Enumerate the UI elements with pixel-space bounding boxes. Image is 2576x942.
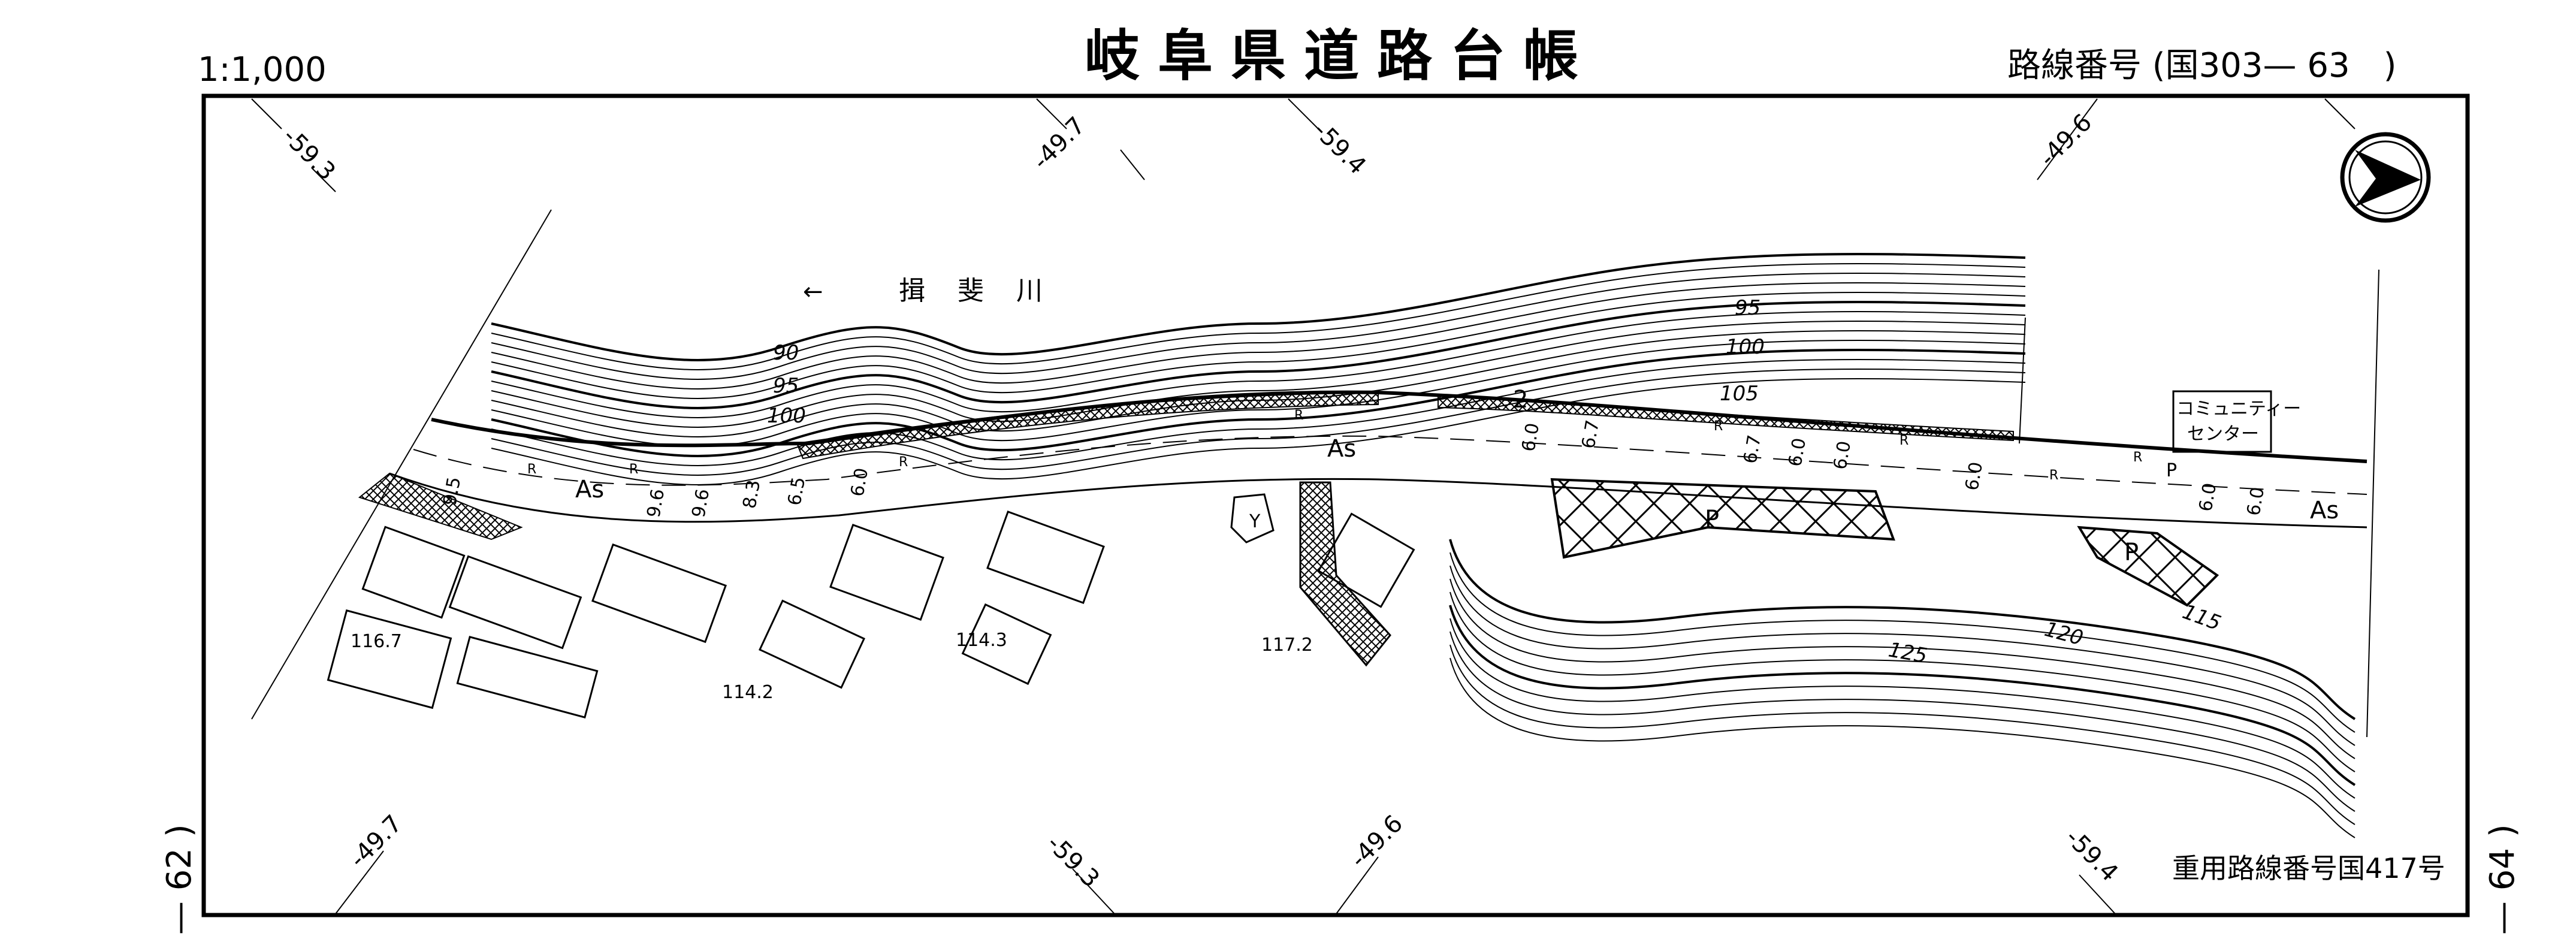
map-frame — [201, 93, 2470, 917]
scale-label: 1:1,000 — [198, 50, 327, 89]
road-width-label: 6.0 — [1961, 460, 1987, 492]
river-arrow: ← — [803, 278, 823, 306]
pavement-label: As — [1327, 435, 1356, 463]
contour-line — [1449, 604, 2356, 786]
road-width-label: 6.7 — [1740, 433, 1765, 465]
river-name: 揖 斐 川 — [899, 276, 1055, 306]
contour-line — [1449, 644, 2355, 825]
spot-height: 114.2 — [722, 682, 774, 703]
spot-height: 116.7 — [351, 631, 402, 652]
adjacent-sheet-left[interactable]: — 62 ) — [160, 824, 199, 935]
road — [358, 390, 2367, 541]
road-mark: R — [2133, 450, 2142, 465]
road-width-label: 6.7 — [1578, 418, 1603, 450]
contour-label: 105 — [1720, 382, 1759, 406]
road-mark: R — [629, 462, 638, 477]
road-width-label: 6.5 — [784, 475, 810, 507]
road-mark: R — [1714, 419, 1723, 434]
spot-height: 117.2 — [1261, 635, 1313, 656]
road-width-label: 6.0 — [847, 466, 872, 498]
grid-label-bottom: -49.7 — [345, 810, 408, 873]
road-width-label: 6.0 — [2195, 481, 2221, 513]
contour-label: 95 — [1735, 296, 1760, 320]
road-width-label: 6.0 — [1784, 436, 1810, 468]
grid-ticks — [251, 98, 2355, 914]
road-width-label: 8.3 — [739, 478, 765, 510]
map-edge-line — [2019, 317, 2026, 444]
route-number: 路線番号 (国303— 63 ) — [2007, 46, 2396, 85]
road-width-label: 6.0 — [1518, 421, 1544, 453]
pavement-label: As — [2310, 497, 2339, 524]
road-mark: R — [527, 462, 536, 477]
contour-line — [491, 282, 2026, 390]
contour-line — [491, 273, 2026, 380]
road-mark: R — [1294, 408, 1303, 423]
road-width-label: 9.6 — [688, 487, 714, 519]
contour-label: 95 — [773, 374, 799, 398]
map-edge-line — [251, 209, 552, 720]
contour-line — [490, 253, 2027, 361]
road-mark: R — [899, 455, 908, 470]
contour-line — [1449, 538, 2356, 720]
building-label: Y — [1249, 511, 1261, 532]
parking-label: P — [1705, 506, 1719, 533]
road-width-label: 6.0 — [2243, 485, 2269, 517]
map-edge-line — [2366, 269, 2379, 738]
contour-line — [490, 301, 2027, 409]
contour-line — [491, 263, 2026, 370]
community-center: コミュニティー センター — [2172, 390, 2301, 453]
contour-label: 100 — [1726, 335, 1765, 359]
contour-line — [1449, 657, 2355, 838]
grid-label-top: -59.4 — [1308, 117, 1372, 180]
road-width-label: 9.6 — [643, 487, 669, 519]
parking-label: P — [2124, 539, 2139, 566]
parking-area — [1550, 478, 1895, 559]
page-title: 岐阜県道路台帳 — [1085, 24, 1596, 88]
hill-contours — [1449, 538, 2356, 838]
road-width-label: 6.0 — [1829, 439, 1855, 471]
road-mark: R — [1899, 433, 1908, 448]
buildings — [327, 493, 1415, 718]
grid-label-bottom: -59.3 — [1041, 830, 1105, 893]
grid-label-top: -49.6 — [2034, 108, 2098, 172]
contour-line — [491, 321, 2026, 428]
contour-label: 100 — [767, 404, 806, 428]
overlap-route-label: 重用路線番号国417号 — [2172, 852, 2445, 884]
community-center-label: センター — [2187, 424, 2259, 445]
spot-height: 114.3 — [956, 630, 1007, 651]
road-marks: R R R R R R R R — [527, 408, 2142, 483]
contour-line — [491, 292, 2026, 399]
slope-wall — [1299, 481, 1391, 667]
contour-label: 125 — [1886, 638, 1929, 668]
map-number: 2 — [1513, 386, 1528, 413]
contour-label: 90 — [773, 341, 799, 365]
parking-label: P — [2166, 460, 2177, 481]
contour-line — [1449, 578, 2355, 759]
road-mark: R — [2049, 468, 2058, 483]
parking-area — [2077, 526, 2219, 607]
community-center-label: コミュニティー — [2176, 398, 2301, 419]
adjacent-sheet-right[interactable]: — 64 ) — [2483, 824, 2522, 935]
north-arrow-icon — [2340, 132, 2431, 223]
road-width-labels: 9.5 9.6 9.6 8.3 6.5 6.0 6.0 6.7 6.7 6.0 6.0 6.0 6.0 6… — [439, 418, 2269, 519]
grid-label-top: -59.3 — [277, 123, 341, 186]
pavement-label: As — [575, 476, 604, 503]
grid-label-bottom: -59.4 — [2060, 824, 2124, 887]
grid-label-bottom: -49.6 — [1345, 810, 1409, 873]
road-width-label: 9.5 — [439, 475, 465, 507]
